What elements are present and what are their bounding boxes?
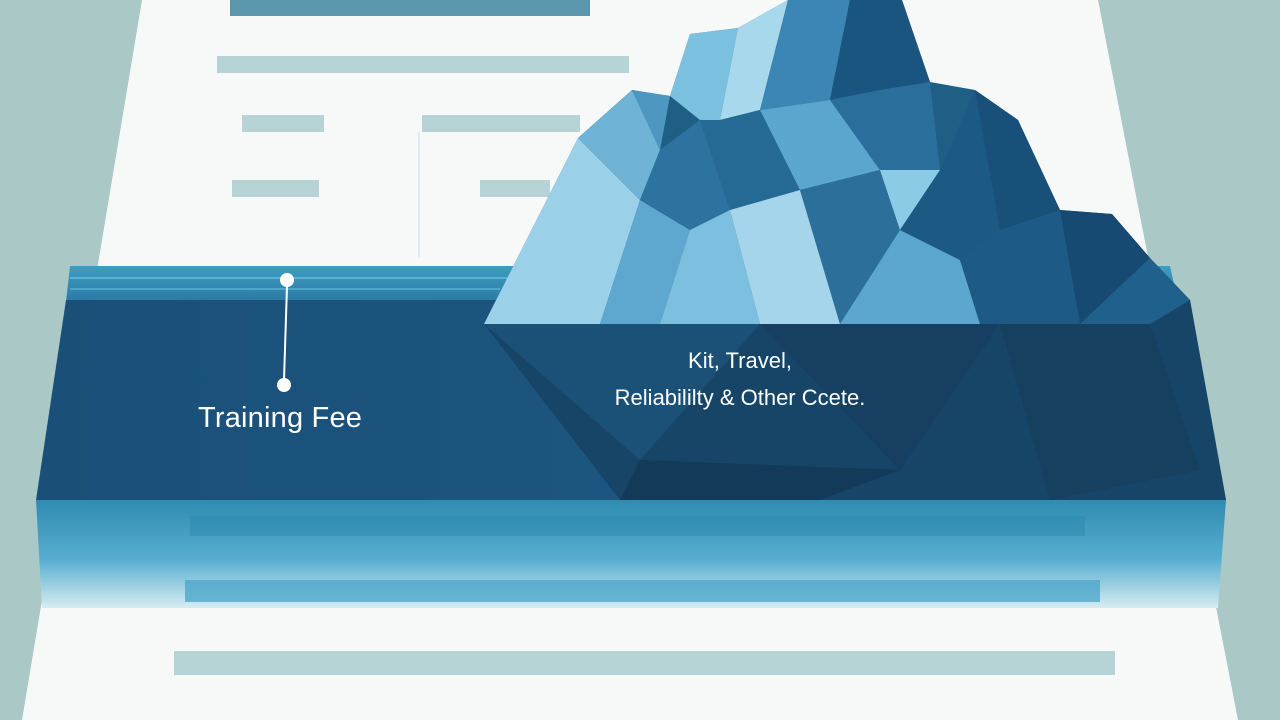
submerged-facet	[1000, 324, 1200, 500]
placeholder-line	[174, 651, 1115, 675]
callout-line	[283, 285, 288, 381]
water-front-band	[185, 580, 1100, 602]
callout-top-dot	[280, 273, 294, 287]
hidden-cost-label-line1: Kit, Travel,	[688, 348, 792, 373]
placeholder-title-bar	[230, 0, 590, 16]
placeholder-line	[422, 115, 580, 132]
placeholder-line	[242, 115, 324, 132]
callout-bottom-dot	[277, 378, 291, 392]
placeholder-line	[480, 180, 550, 197]
placeholder-line	[217, 56, 629, 73]
submerged-facet	[760, 324, 1000, 470]
iceberg-tip	[484, 0, 1190, 324]
hidden-cost-label-line2: Reliabililty & Other Ccete.	[614, 385, 866, 410]
visible-cost-label: Training Fee	[198, 402, 363, 434]
submerged-facet	[484, 324, 760, 460]
placeholder-divider	[418, 132, 420, 257]
placeholder-line	[232, 180, 319, 197]
submerged-facet	[620, 460, 900, 500]
water-front-band	[190, 516, 1085, 536]
